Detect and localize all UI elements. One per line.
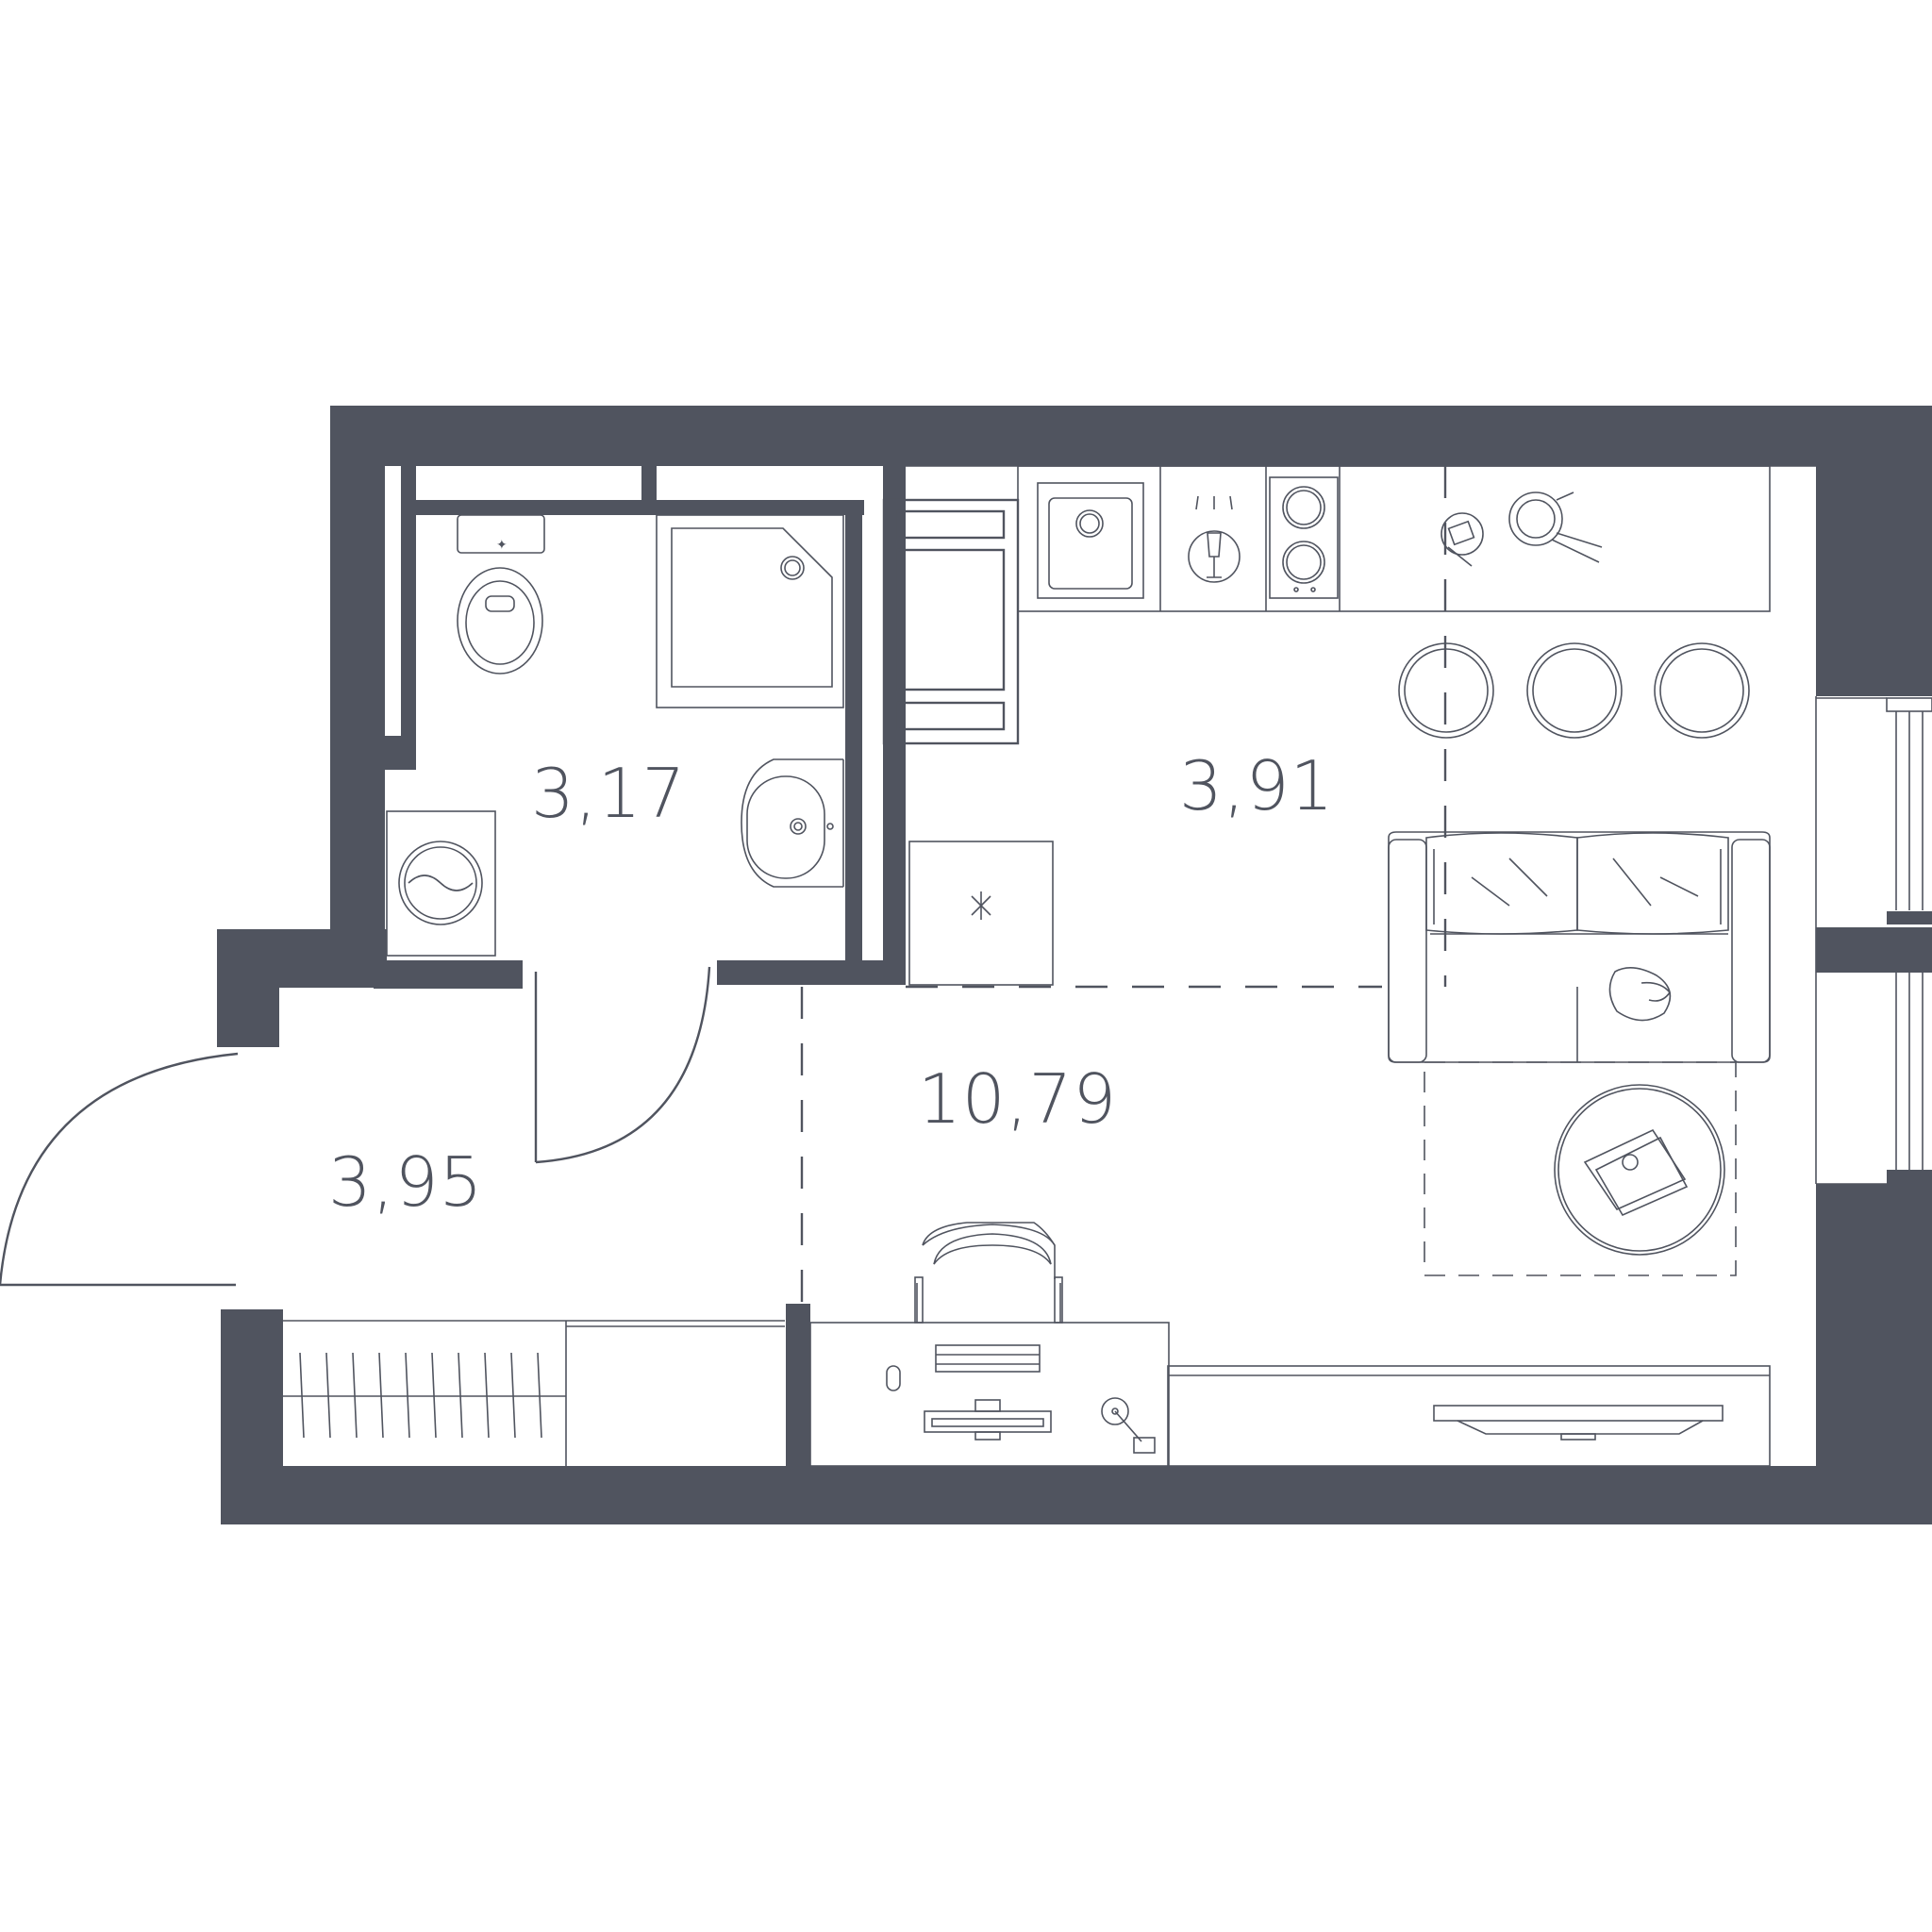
bathroom-door (534, 966, 711, 1164)
coffee-table-icon (1554, 1084, 1725, 1256)
kitchen-area-label: 3,91 (1179, 746, 1334, 825)
chair-icon (914, 1222, 1063, 1324)
pillow-icon (1608, 967, 1672, 1022)
walls (217, 406, 1932, 1524)
washbasin-icon (741, 758, 844, 888)
tv-stand-icon (1167, 1365, 1771, 1467)
fridge-icon (882, 498, 1020, 745)
toilet-icon: ✦ (457, 514, 545, 675)
bathroom-area-label: 3,17 (531, 754, 686, 833)
wardrobe-icon (283, 1320, 785, 1466)
bar-stool-icon (1526, 642, 1623, 739)
shower-tray-icon (656, 514, 844, 708)
entrance-door-icon (0, 1052, 239, 1287)
rug-icon (1424, 1061, 1737, 1276)
zone-dividers (800, 466, 1447, 1304)
sofa-icon (1388, 831, 1771, 1063)
window-right (1815, 696, 1932, 1185)
bar-stool-icon (1654, 642, 1750, 739)
living-area-label: 10,79 (918, 1059, 1117, 1139)
hob-icon (1269, 476, 1339, 599)
desk-icon (809, 1322, 1170, 1467)
sink-icon (1037, 482, 1144, 599)
kitchen-utensils-icon (1441, 491, 1603, 567)
kitchen-cabinet (908, 841, 1054, 986)
hall-area-label: 3,95 (328, 1142, 483, 1222)
kitchen-counter (906, 465, 1816, 612)
washing-machine-icon (386, 810, 496, 957)
dishwasher-icon (1188, 495, 1241, 583)
svg-text:✦: ✦ (496, 538, 508, 553)
